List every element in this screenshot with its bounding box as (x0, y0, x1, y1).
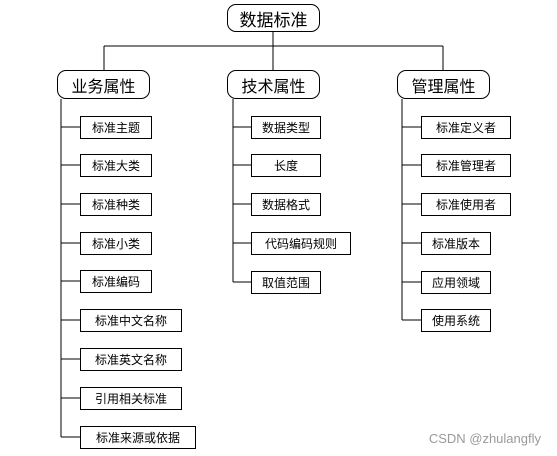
leaf-node: 标准中文名称 (80, 309, 182, 332)
leaf-node: 标准英文名称 (80, 348, 182, 371)
leaf-node: 标准来源或依据 (80, 426, 196, 449)
leaf-node: 标准使用者 (421, 193, 511, 216)
leaf-node: 使用系统 (421, 309, 491, 332)
watermark: CSDN @zhulangfly (428, 431, 541, 446)
leaf-node: 代码编码规则 (251, 232, 351, 255)
leaf-node: 长度 (251, 154, 321, 177)
leaf-node: 标准管理者 (421, 154, 511, 177)
root-node: 数据标准 (227, 4, 320, 32)
leaf-node: 数据格式 (251, 193, 321, 216)
leaf-node: 标准种类 (80, 193, 152, 216)
leaf-node: 标准大类 (80, 154, 152, 177)
leaf-node: 应用领域 (421, 271, 491, 294)
leaf-node: 标准版本 (421, 232, 491, 255)
leaf-node: 标准主题 (80, 116, 152, 139)
category-node-business: 业务属性 (57, 70, 150, 99)
category-node-management: 管理属性 (397, 70, 490, 99)
category-node-technical: 技术属性 (227, 70, 320, 99)
leaf-node: 取值范围 (251, 271, 321, 294)
leaf-node: 引用相关标准 (80, 387, 182, 410)
leaf-node: 标准定义者 (421, 116, 511, 139)
leaf-node: 标准小类 (80, 232, 152, 255)
leaf-node: 数据类型 (251, 116, 321, 139)
leaf-node: 标准编码 (80, 270, 152, 293)
